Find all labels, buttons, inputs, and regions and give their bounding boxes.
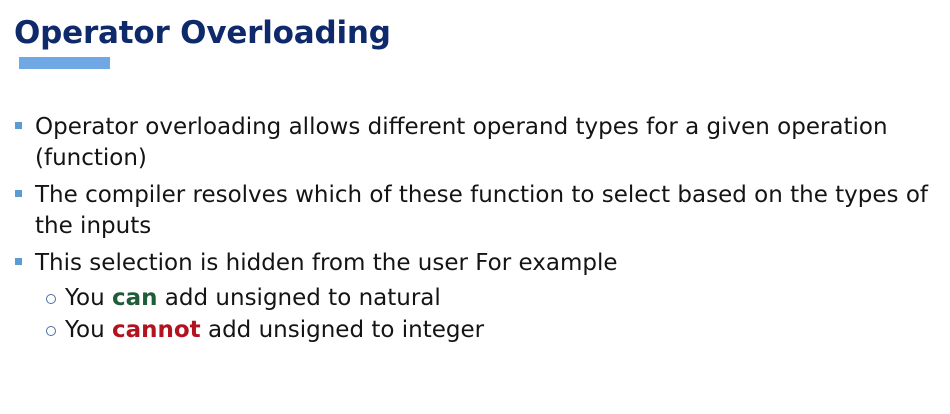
sub-bullet-suffix: add unsigned to natural [157, 285, 441, 311]
bullet-item: Operator overloading allows different op… [0, 112, 940, 174]
slide-title: Operator Overloading [14, 15, 391, 51]
square-bullet-icon [15, 190, 22, 197]
circle-bullet-icon [46, 326, 56, 336]
bullet-item: This selection is hidden from the user F… [0, 248, 940, 346]
highlight-cannot: cannot [111, 317, 201, 343]
bullet-text: Operator overloading allows different op… [35, 114, 888, 171]
bullet-text: The compiler resolves which of these fun… [35, 182, 929, 239]
sub-bullet-prefix: You [65, 285, 112, 311]
sub-bullet-item: You cannot add unsigned to integer [35, 314, 940, 346]
bullet-item: The compiler resolves which of these fun… [0, 180, 940, 242]
sub-bullet-suffix: add unsigned to integer [200, 317, 485, 343]
sub-bullet-list: You can add unsigned to natural You cann… [35, 282, 940, 346]
title-underline-bar [19, 57, 110, 69]
sub-bullet-prefix: You [65, 317, 112, 343]
highlight-can: can [111, 285, 158, 311]
square-bullet-icon [15, 122, 22, 129]
circle-bullet-icon [46, 294, 56, 304]
square-bullet-icon [15, 258, 22, 265]
sub-bullet-item: You can add unsigned to natural [35, 282, 940, 314]
bullet-list: Operator overloading allows different op… [0, 112, 940, 352]
bullet-text: This selection is hidden from the user F… [35, 250, 618, 276]
